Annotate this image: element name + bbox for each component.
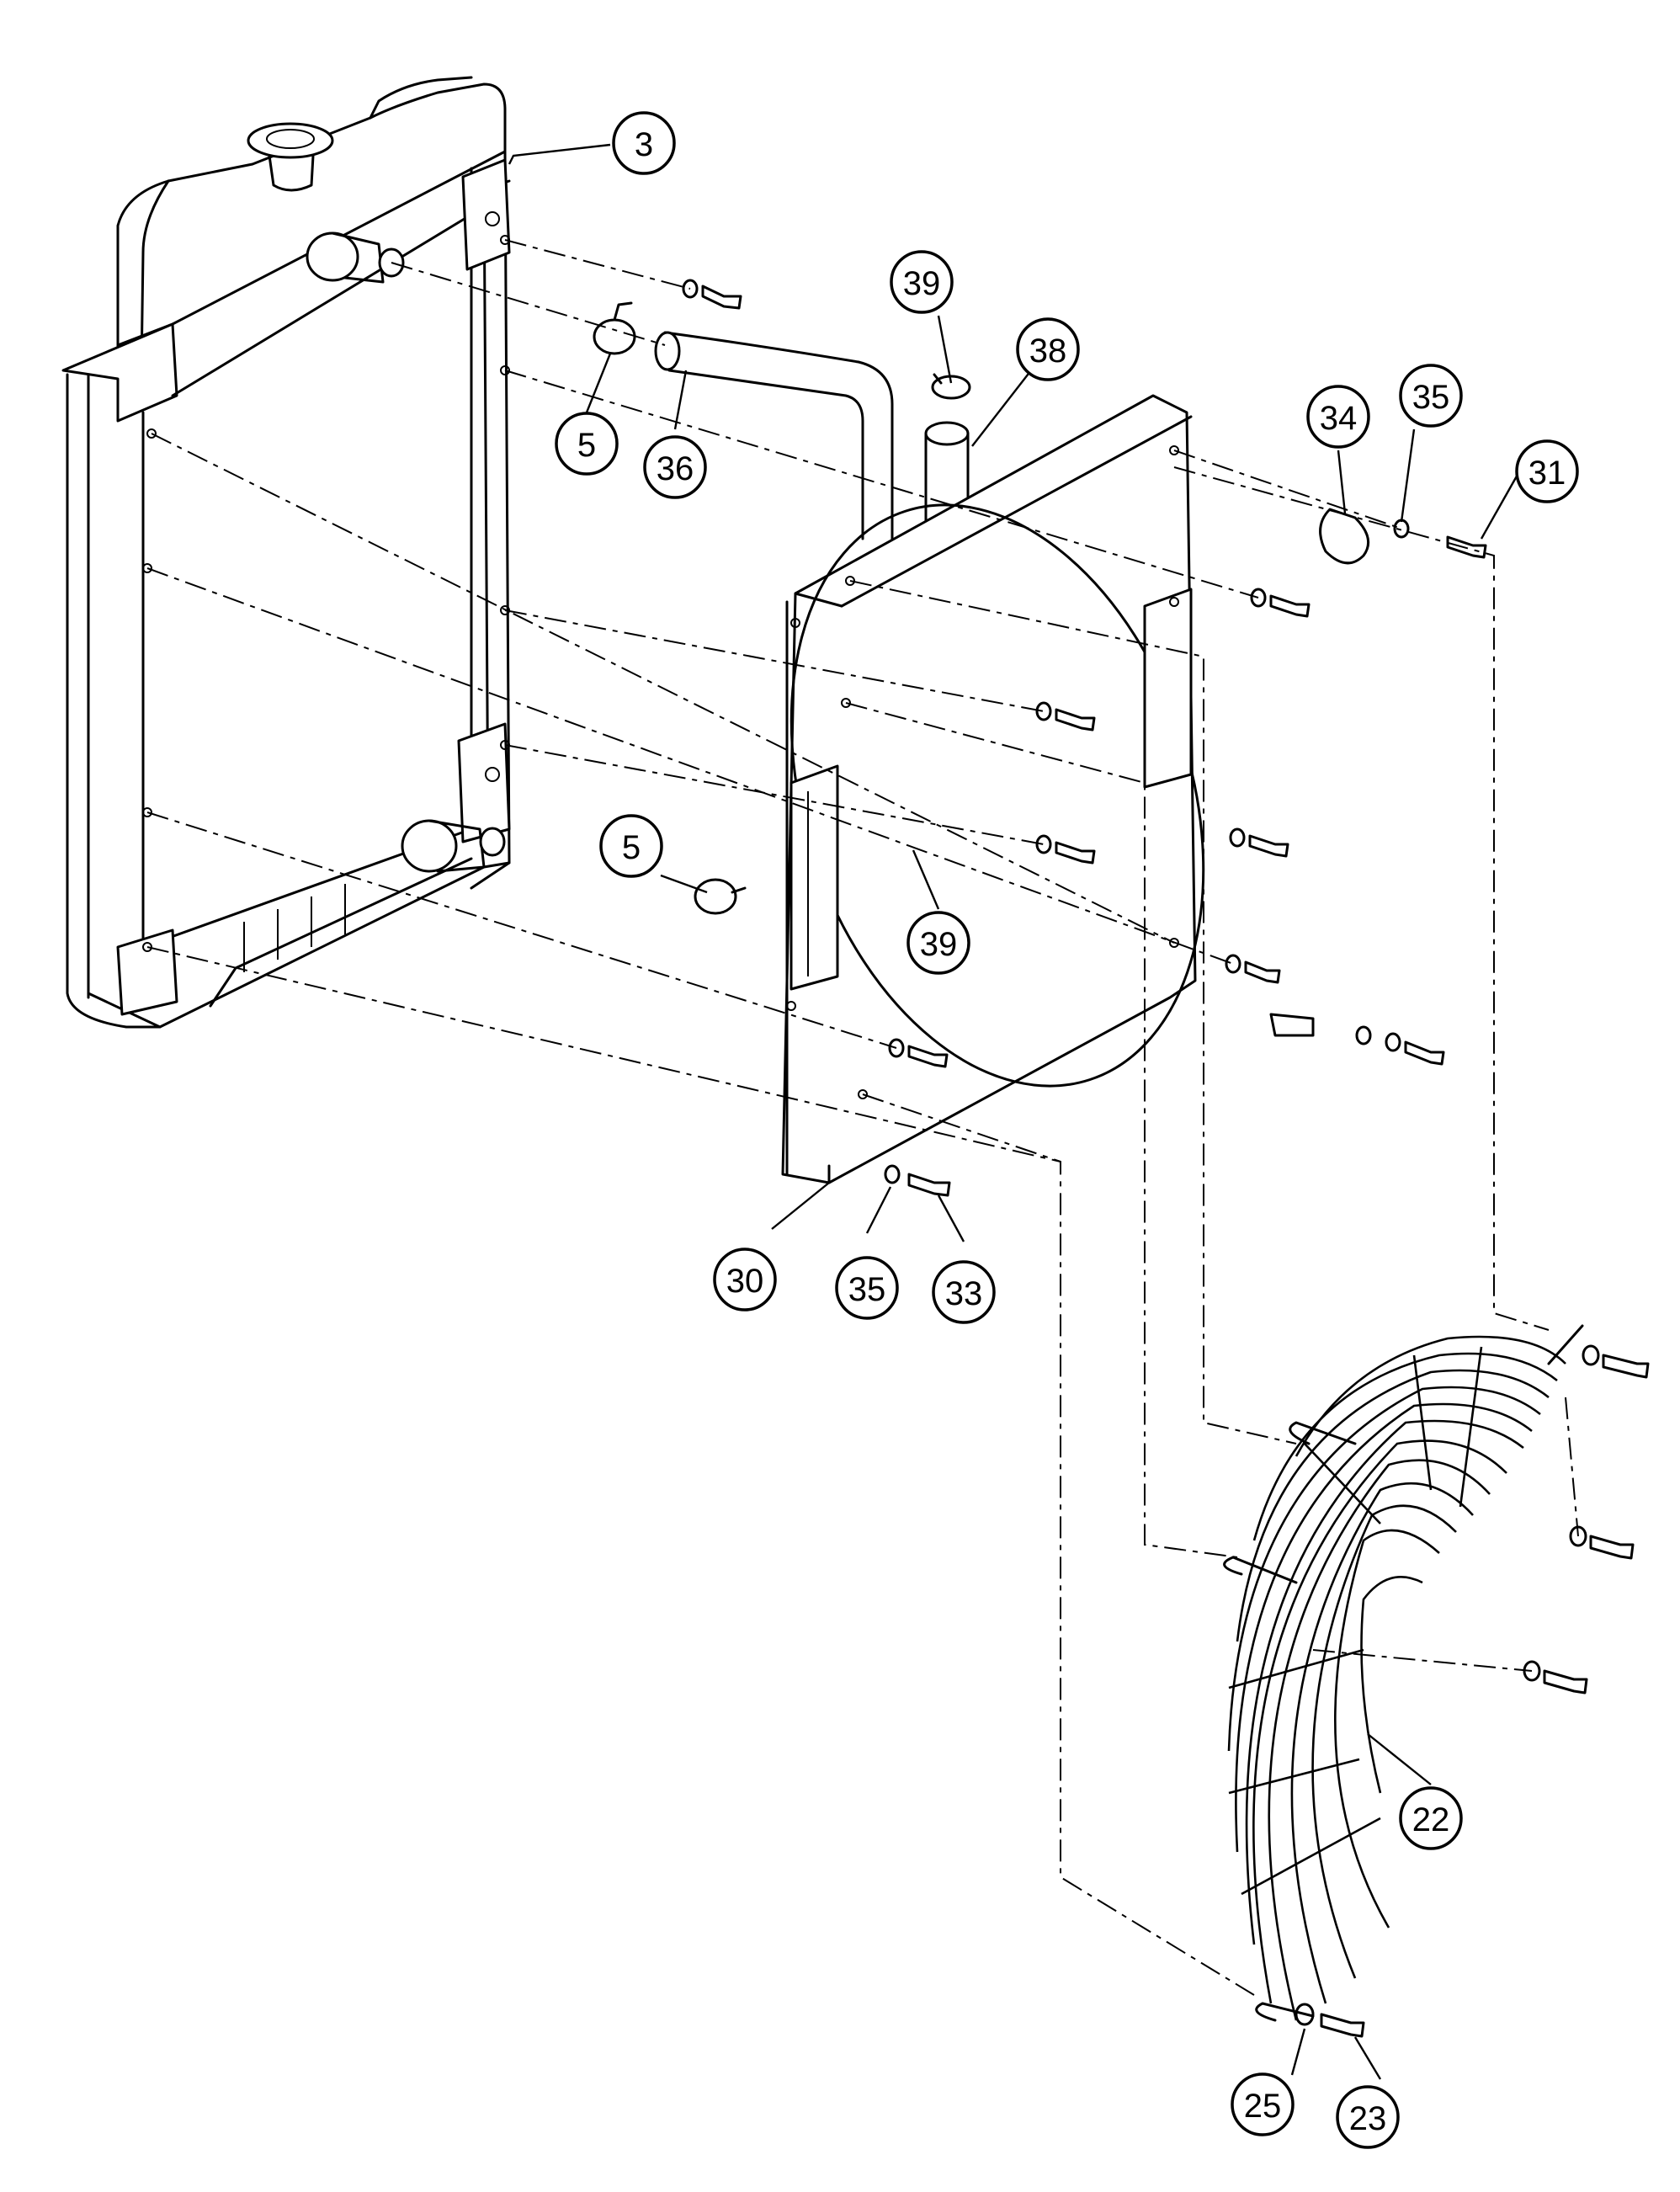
- callout-circle: [1336, 2085, 1400, 2149]
- callout-label: 5: [622, 829, 641, 866]
- callout-label: 35: [1412, 379, 1450, 416]
- callout-22: 22: [1399, 1786, 1463, 1850]
- callout-circle: [835, 1256, 899, 1320]
- callout-label: 25: [1244, 2088, 1282, 2125]
- fan-guard: [1223, 1324, 1584, 2022]
- callout-34: 34: [1306, 385, 1370, 449]
- callout-circle: [1399, 364, 1463, 428]
- callout-circle: [555, 412, 619, 476]
- callout-label: 31: [1528, 455, 1566, 492]
- callout-36: 36: [643, 435, 707, 499]
- callout-label: 39: [903, 265, 941, 302]
- callout-circle: [1016, 317, 1080, 381]
- assembly-lines: [146, 239, 1579, 1996]
- callout-35: 35: [1399, 364, 1463, 428]
- callout-5: 5: [555, 412, 619, 476]
- fan-shroud: [781, 394, 1205, 1184]
- callout-label: 23: [1349, 2100, 1387, 2137]
- callout-5: 5: [599, 814, 663, 878]
- callout-3: 3: [612, 111, 676, 175]
- callout-label: 30: [726, 1263, 764, 1300]
- callout-circle: [890, 250, 954, 314]
- callout-leaders: [508, 143, 1523, 2080]
- radiator: [61, 76, 511, 1029]
- callout-30: 30: [713, 1248, 777, 1311]
- callout-circle: [1231, 2072, 1295, 2136]
- callout-label: 35: [848, 1271, 886, 1308]
- callout-label: 39: [920, 926, 958, 963]
- callout-label: 5: [577, 427, 596, 464]
- callout-circle: [1399, 1786, 1463, 1850]
- callout-circle: [643, 435, 707, 499]
- callout-38: 38: [1016, 317, 1080, 381]
- upper-hose: [593, 301, 971, 540]
- callout-33: 33: [932, 1260, 996, 1324]
- callout-label: 36: [657, 450, 694, 487]
- callout-39: 39: [890, 250, 954, 314]
- callout-label: 22: [1412, 1801, 1450, 1838]
- callout-label: 34: [1320, 400, 1358, 437]
- callout-layer: 3 39 38 34 35 31 5 36 5 39 30 35 33 22 25 23: [555, 111, 1579, 2149]
- callout-circle: [599, 814, 663, 878]
- callout-23: 23: [1336, 2085, 1400, 2149]
- callout-circle: [932, 1260, 996, 1324]
- callout-label: 38: [1029, 333, 1067, 370]
- hose-clamp-39-upper: [931, 375, 971, 400]
- callout-circle: [906, 911, 970, 975]
- callout-label: 33: [945, 1275, 983, 1312]
- callout-label: 3: [635, 126, 653, 163]
- callout-31: 31: [1515, 439, 1579, 503]
- callout-circle: [612, 111, 676, 175]
- callout-circle: [713, 1248, 777, 1311]
- callout-35: 35: [835, 1256, 899, 1320]
- callout-circle: [1515, 439, 1579, 503]
- callout-circle: [1306, 385, 1370, 449]
- callout-39: 39: [906, 911, 970, 975]
- callout-25: 25: [1231, 2072, 1295, 2136]
